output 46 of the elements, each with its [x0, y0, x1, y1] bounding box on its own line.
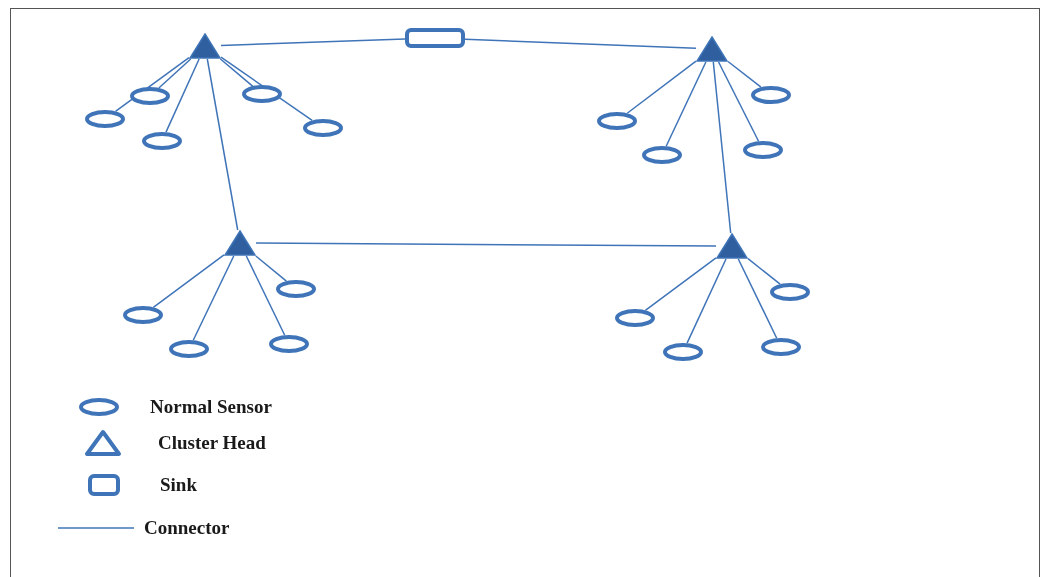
connector-line [747, 257, 781, 285]
cluster-head-triangle [224, 230, 256, 256]
connector-line [644, 257, 717, 312]
connector-line [464, 38, 697, 50]
connector-line [717, 61, 760, 142]
sensor-ellipse [751, 86, 791, 104]
connector-line [220, 38, 406, 47]
sensor-ellipse [761, 338, 801, 356]
sensor-ellipse [85, 110, 125, 128]
sensor-ellipse [770, 283, 810, 301]
sensor-ellipse [269, 335, 309, 353]
connector-line [152, 254, 225, 309]
sensor-ellipse [663, 343, 703, 361]
connector-line [165, 58, 200, 133]
cluster-head-triangle [696, 36, 728, 62]
connector-line [727, 60, 762, 88]
sensor-ellipse [642, 146, 682, 164]
connector-line [712, 61, 732, 234]
sensor-ellipse [169, 340, 209, 358]
connector-line [255, 255, 288, 282]
sensor-ellipse [615, 309, 655, 327]
sensor-ellipse [142, 132, 182, 150]
legend-label: Cluster Head [158, 432, 266, 454]
sensor-ellipse [303, 119, 343, 137]
connector-line [686, 258, 727, 344]
cluster-head-triangle [716, 233, 748, 259]
connector-line [219, 58, 254, 87]
connector-line [245, 255, 286, 336]
sensor-ellipse [130, 87, 170, 105]
connector-line [158, 58, 192, 89]
connector-line [192, 255, 235, 341]
sink-rectangle [405, 28, 465, 48]
sensor-ellipse [743, 141, 783, 159]
sensor-ellipse [123, 306, 163, 324]
legend-label: Sink [160, 474, 197, 496]
connector-line [255, 242, 717, 247]
sensor-ellipse [597, 112, 637, 130]
connector-line [626, 60, 697, 114]
sensor-ellipse [242, 85, 282, 103]
connector-line [665, 61, 707, 147]
connector-line [737, 258, 778, 339]
cluster-head-triangle [189, 33, 221, 59]
legend-label: Normal Sensor [150, 396, 272, 418]
connector-line [206, 58, 239, 231]
sensor-ellipse [276, 280, 316, 298]
legend-label: Connector [144, 517, 230, 539]
